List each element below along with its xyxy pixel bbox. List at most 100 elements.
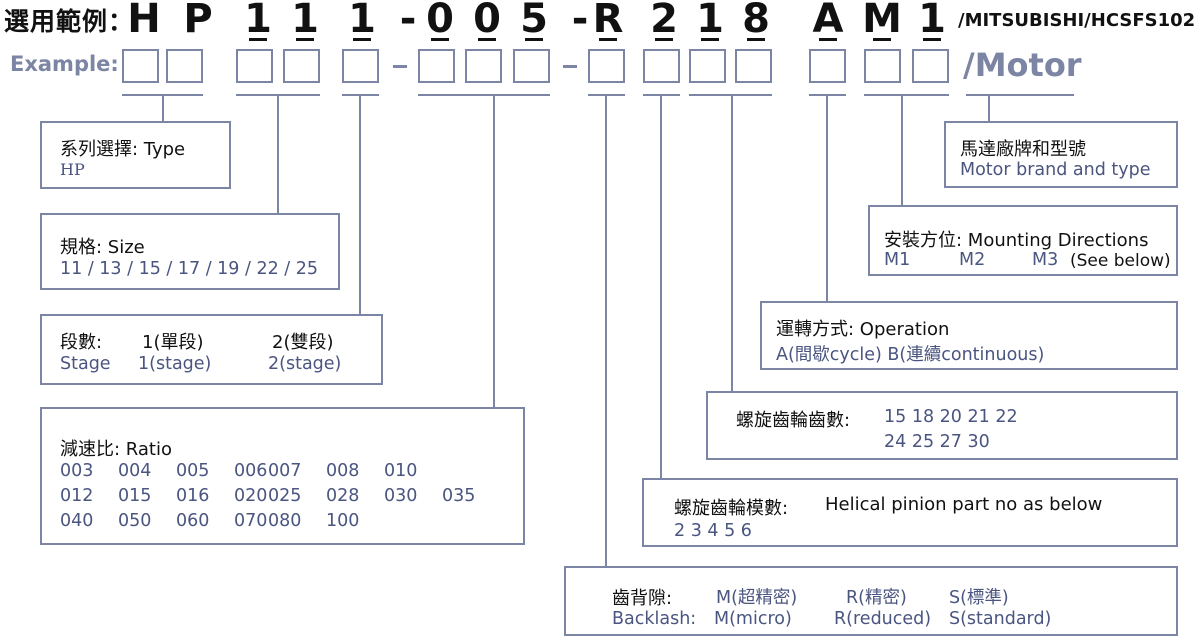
code-underline <box>819 38 837 41</box>
mounting-m1: M1 <box>884 250 911 270</box>
ratio-value: 010 <box>384 461 418 481</box>
code-box <box>236 49 273 83</box>
ratio-value: 007 <box>268 461 302 481</box>
mounting-m2: M2 <box>959 250 986 270</box>
bracket-line <box>418 94 550 96</box>
code-underline <box>525 38 543 41</box>
ratio-value: 035 <box>442 486 476 506</box>
ratio-value: 005 <box>176 461 210 481</box>
stage-label-en: Stage <box>60 354 111 374</box>
code-underline <box>701 38 719 41</box>
size-title: 規格: Size <box>60 237 145 258</box>
ratio-value: 004 <box>118 461 152 481</box>
bracket-line <box>864 94 949 96</box>
code-underline <box>923 38 941 41</box>
type-value: HP <box>60 160 85 179</box>
connector-line <box>731 95 733 393</box>
backlash-m-zh: M(超精密) <box>716 588 798 608</box>
type-box: 系列選擇: Type HP <box>40 121 231 189</box>
backlash-label-en: Backlash: <box>612 609 697 629</box>
ratio-value: 003 <box>60 461 94 481</box>
motor-label: /Motor <box>963 46 1082 84</box>
code-char: A <box>812 0 844 42</box>
mounting-m3: M3 <box>1032 250 1059 270</box>
backlash-box: 齒背隙: M(超精密) R(精密) S(標準) Backlash: M(micr… <box>564 566 1178 636</box>
code-char: 1 <box>918 0 946 42</box>
backlash-s-zh: S(標準) <box>949 588 1009 608</box>
motor-subtitle: Motor brand and type <box>960 160 1151 180</box>
code-box <box>689 49 726 83</box>
stage-option-1-zh: 1(單段) <box>142 332 204 353</box>
stage-option-2-zh: 2(雙段) <box>272 332 334 353</box>
code-char: - <box>571 0 589 42</box>
code-box <box>166 49 203 83</box>
code-char: R <box>592 0 624 42</box>
stage-title: 段數: <box>60 332 103 353</box>
code-char: 1 <box>348 0 376 42</box>
code-box <box>418 49 455 83</box>
bracket-line <box>966 94 1074 96</box>
ratio-value: 050 <box>118 511 152 531</box>
code-underline <box>599 38 617 41</box>
connector-line <box>162 95 164 123</box>
ratio-value: 080 <box>268 511 302 531</box>
ratio-value: 100 <box>326 511 360 531</box>
ratio-value: 040 <box>60 511 94 531</box>
stage-option-2-en: 2(stage) <box>268 354 342 374</box>
ratio-value: 020 <box>234 486 268 506</box>
code-char: H <box>127 0 161 42</box>
code-box <box>588 49 625 83</box>
code-underline <box>873 38 891 41</box>
backlash-r-zh: R(精密) <box>846 588 907 608</box>
code-separator <box>393 65 407 68</box>
code-underline <box>249 38 267 41</box>
code-underline <box>478 38 496 41</box>
ratio-value: 025 <box>268 486 302 506</box>
code-separator <box>563 65 577 68</box>
page-title: 選用範例： <box>4 7 135 36</box>
backlash-title: 齒背隙: <box>612 588 673 609</box>
connector-line <box>826 95 828 303</box>
size-values: 11 / 13 / 15 / 17 / 19 / 22 / 25 <box>60 259 319 279</box>
operation-title: 運轉方式: Operation <box>776 319 950 340</box>
code-underline <box>296 38 314 41</box>
operation-options: A(間歇cycle) B(連續continuous) <box>776 345 1045 365</box>
type-title: 系列選擇: Type <box>60 139 186 160</box>
code-char: 1 <box>291 0 319 42</box>
ratio-value: 006 <box>234 461 268 481</box>
teeth-box: 螺旋齒輪齒數: 15 18 20 21 22 24 25 27 30 <box>706 391 1178 460</box>
motor-suffix: /MITSUBISHI/HCSFS102 <box>958 10 1196 31</box>
module-values: 2 3 4 5 6 <box>674 521 752 541</box>
ratio-box: 減速比: Ratio 003 004 005 006 007 008 010 0… <box>40 407 525 545</box>
mounting-box: 安裝方位: Mounting Directions M1 M2 M3 (See … <box>868 205 1178 276</box>
connector-line <box>901 95 903 207</box>
code-char: 8 <box>742 0 770 42</box>
connector-line <box>493 95 495 409</box>
connector-line <box>605 95 607 568</box>
teeth-values-row2: 24 25 27 30 <box>884 432 990 452</box>
code-box <box>342 49 379 83</box>
code-char: 2 <box>650 0 678 42</box>
code-box <box>643 49 680 83</box>
model-code: H P 1 1 1 - 0 0 5 - R 2 1 8 A M 1 <box>0 0 960 45</box>
code-char: 5 <box>520 0 548 42</box>
connector-line <box>359 95 361 316</box>
ratio-value: 028 <box>326 486 360 506</box>
size-box: 規格: Size 11 / 13 / 15 / 17 / 19 / 22 / 2… <box>40 213 340 290</box>
code-char: 1 <box>244 0 272 42</box>
teeth-title: 螺旋齒輪齒數: <box>736 410 851 431</box>
ratio-value: 060 <box>176 511 210 531</box>
code-char: 0 <box>473 0 501 42</box>
code-char: 1 <box>696 0 724 42</box>
ratio-value: 015 <box>118 486 152 506</box>
code-box <box>864 49 901 83</box>
code-char: P <box>183 0 213 42</box>
teeth-values-row1: 15 18 20 21 22 <box>884 407 1018 427</box>
code-box <box>912 49 949 83</box>
backlash-s-en: S(standard) <box>949 609 1052 629</box>
code-box <box>283 49 320 83</box>
code-char: - <box>399 0 417 42</box>
stage-option-1-en: 1(stage) <box>138 354 212 374</box>
ratio-value: 012 <box>60 486 94 506</box>
connector-line <box>660 95 662 480</box>
